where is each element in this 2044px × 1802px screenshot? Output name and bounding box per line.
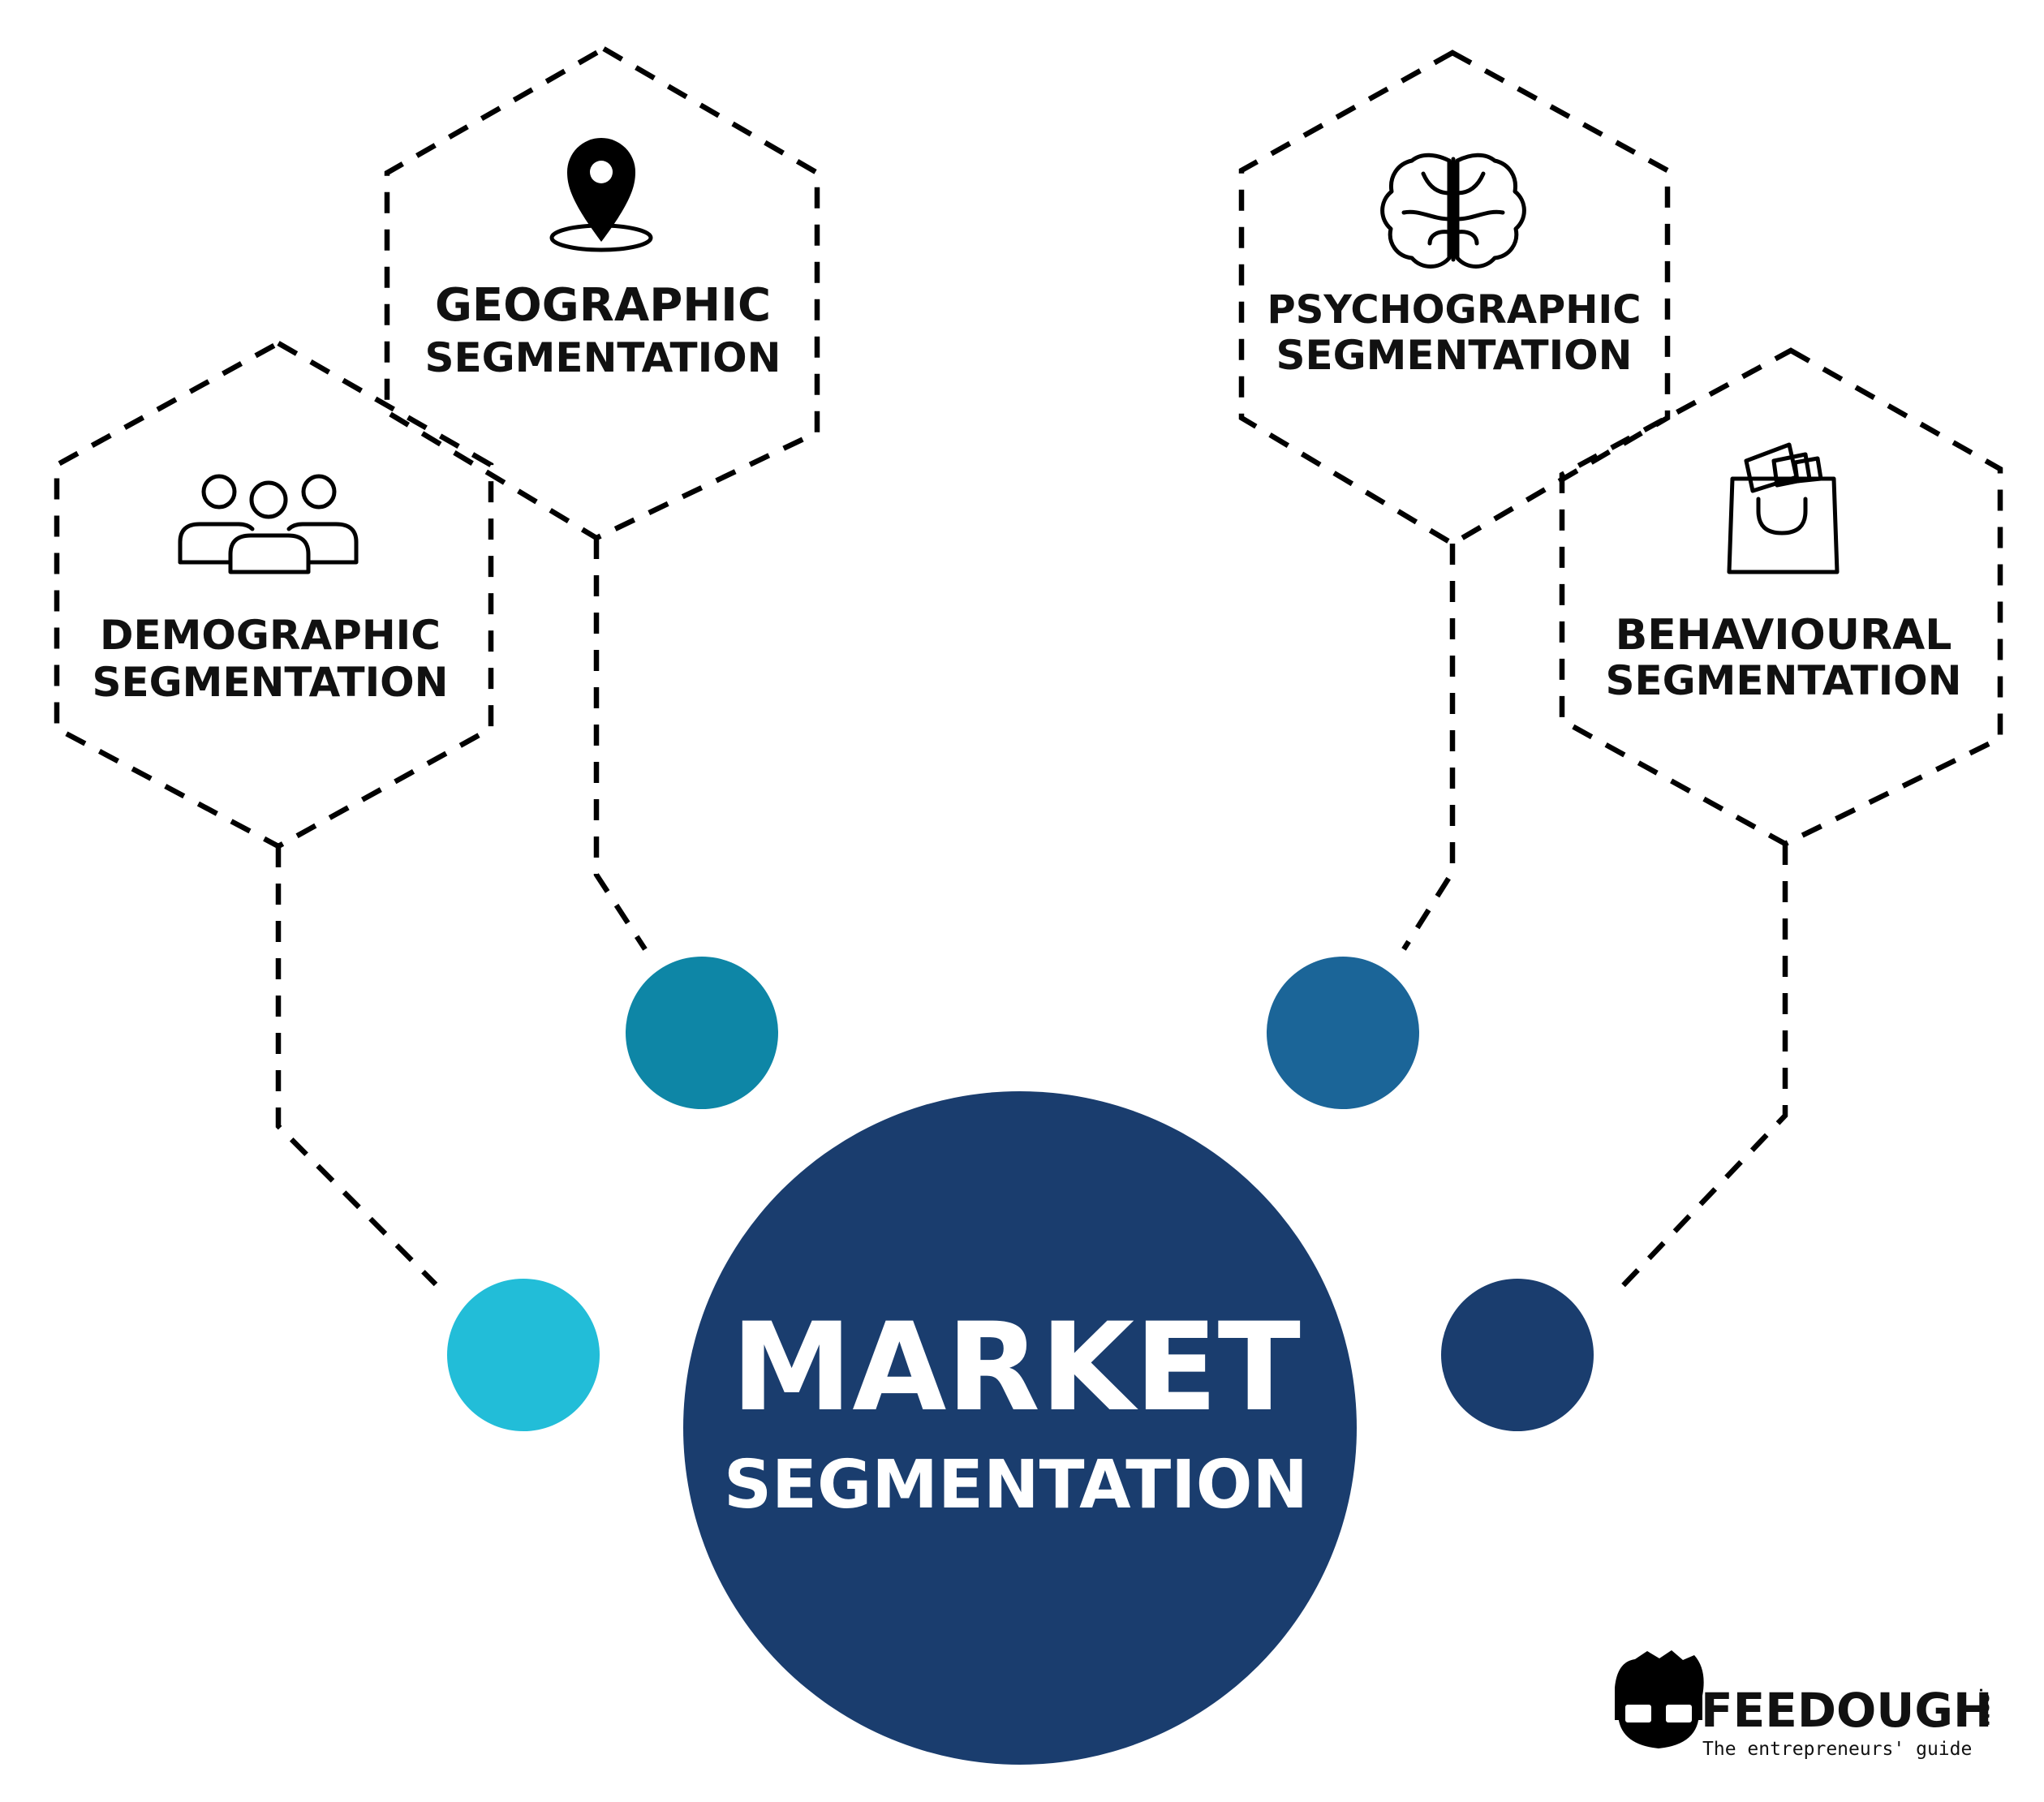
brand-suffix: .COM bbox=[1977, 1688, 1992, 1726]
shopping-bag-icon bbox=[1727, 442, 1840, 574]
brand-name: FEEDOUGH bbox=[1701, 1683, 1993, 1738]
geographic-title-line2: SEGMENTATION bbox=[424, 334, 781, 381]
geographic-title-line1: GEOGRAPHIC bbox=[435, 279, 771, 332]
center-title-line1: MARKET bbox=[731, 1297, 1301, 1439]
geographic-dot bbox=[626, 957, 778, 1109]
brain-icon bbox=[1380, 153, 1526, 269]
demographic-title-line1: DEMOGRAPHIC bbox=[100, 612, 441, 659]
demographic-title-line2: SEGMENTATION bbox=[92, 659, 448, 706]
center-hub: MARKET SEGMENTATION bbox=[683, 1091, 1357, 1765]
center-title-line2: SEGMENTATION bbox=[724, 1447, 1308, 1524]
demographic-dot bbox=[447, 1279, 600, 1431]
psychographic-title-line1: PSYCHOGRAPHIC bbox=[1267, 287, 1642, 333]
behavioural-title-line2: SEGMENTATION bbox=[1605, 657, 1961, 704]
glasses-face-logo-icon bbox=[1615, 1650, 1704, 1748]
people-group-icon bbox=[178, 474, 359, 574]
brand-tagline: The entrepreneurs' guide bbox=[1702, 1739, 1972, 1760]
psychographic-dot bbox=[1267, 957, 1419, 1109]
demographic-segment: DEMOGRAPHIC SEGMENTATION bbox=[54, 340, 600, 1431]
psychographic-segment: PSYCHOGRAPHIC SEGMENTATION bbox=[1238, 49, 1671, 1109]
demographic-hexagon bbox=[54, 340, 494, 849]
demographic-connector bbox=[275, 846, 438, 1287]
geographic-connector bbox=[593, 538, 648, 951]
psychographic-connector bbox=[1401, 544, 1456, 951]
geographic-segment: GEOGRAPHIC SEGMENTATION bbox=[384, 45, 820, 1109]
behavioural-segment: BEHAVIOURAL SEGMENTATION bbox=[1441, 347, 2003, 1431]
behavioural-title-line1: BEHAVIOURAL bbox=[1616, 611, 1952, 660]
behavioural-connector bbox=[1616, 844, 1788, 1292]
location-pin-icon bbox=[549, 138, 653, 252]
center-circle bbox=[683, 1091, 1357, 1765]
behavioural-dot bbox=[1441, 1279, 1594, 1431]
psychographic-title-line2: SEGMENTATION bbox=[1276, 332, 1632, 379]
behavioural-hexagon bbox=[1559, 347, 2003, 847]
psychographic-hexagon bbox=[1238, 49, 1671, 547]
brand-logo: FEEDOUGH .COM The entrepreneurs' guide bbox=[1615, 1650, 1993, 1760]
